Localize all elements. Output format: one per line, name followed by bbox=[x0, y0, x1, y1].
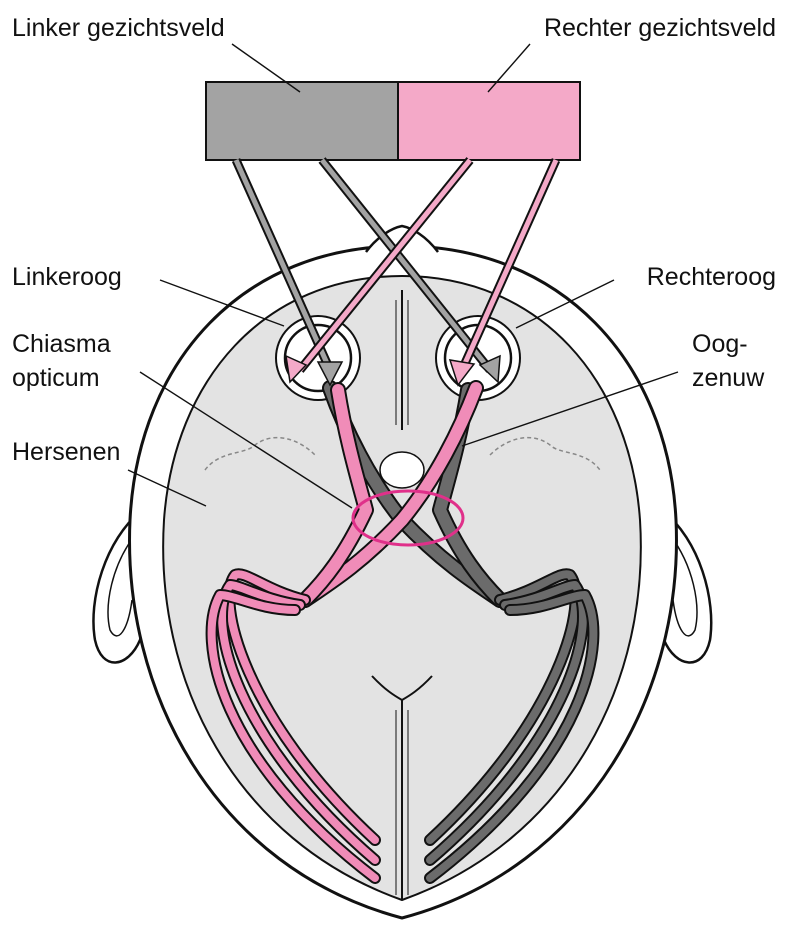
optic-nerve-label-line2: zenuw bbox=[692, 364, 765, 392]
left-visual-field-box bbox=[206, 82, 398, 160]
optic-nerve-label-line1: Oog- bbox=[692, 330, 748, 358]
chiasma-label-line2: opticum bbox=[12, 364, 100, 392]
right-visual-field-box bbox=[398, 82, 580, 160]
left-eye-label: Linkeroog bbox=[12, 263, 122, 291]
midbrain bbox=[380, 452, 424, 488]
right-visual-field-label: Rechter gezichtsveld bbox=[544, 14, 776, 42]
brain-label: Hersenen bbox=[12, 438, 120, 466]
left-visual-field-label: Linker gezichtsveld bbox=[12, 14, 225, 42]
chiasma-label-line1: Chiasma bbox=[12, 330, 111, 358]
right-eye-label: Rechteroog bbox=[647, 263, 776, 291]
